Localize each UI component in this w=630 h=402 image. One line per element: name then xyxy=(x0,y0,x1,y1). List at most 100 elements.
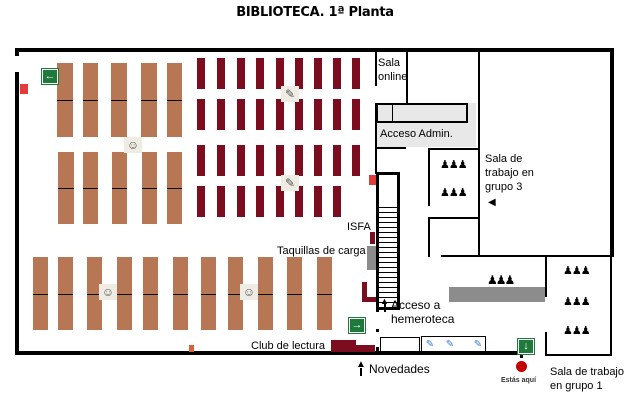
reading-table xyxy=(258,257,273,330)
reading-table xyxy=(87,257,102,330)
study-desk xyxy=(352,99,360,130)
study-group-icon: ♟♟♟ xyxy=(563,325,591,337)
label-grupo3-2: trabajo en xyxy=(485,167,534,179)
wall-top xyxy=(15,48,614,52)
catalog-computers xyxy=(421,336,486,352)
wall-mid-horizontal xyxy=(441,255,614,257)
wall-bottom xyxy=(15,351,530,355)
reading-table xyxy=(167,63,182,137)
label-isfa: ISFA xyxy=(347,221,371,233)
wall-sala-online-left xyxy=(375,48,377,86)
info-point-icon: ☺ xyxy=(99,284,117,300)
wall-grupo1-left-lower xyxy=(545,332,547,356)
study-desk xyxy=(197,145,205,176)
study-desk xyxy=(333,99,341,130)
study-desk xyxy=(256,145,264,176)
study-desk xyxy=(217,145,225,176)
door-post xyxy=(376,329,379,332)
info-point-icon: ☺ xyxy=(124,137,142,153)
study-group-icon: ♟♟♟ xyxy=(563,296,591,308)
wall-sala-online-right xyxy=(406,48,408,103)
reading-table xyxy=(228,257,243,330)
study-desk xyxy=(276,145,284,176)
study-desk xyxy=(314,186,322,217)
hemeroteca-desk-vertical xyxy=(362,282,367,302)
reading-table xyxy=(112,152,127,224)
reading-table xyxy=(33,257,48,330)
wall-lower-left xyxy=(428,217,430,257)
study-desk xyxy=(237,99,245,130)
you-are-here-tick xyxy=(520,355,523,358)
reading-table xyxy=(173,257,188,330)
label-sala-online-2: online xyxy=(378,71,408,83)
study-desk xyxy=(256,99,264,130)
novedades-shelf xyxy=(356,345,375,352)
study-desk xyxy=(217,99,225,130)
label-grupo1-1: Sala de trabajo xyxy=(550,366,624,378)
computer-icon: ✎ xyxy=(473,339,483,350)
study-desk xyxy=(333,186,341,217)
wall-left-top-stub xyxy=(15,48,19,56)
admin-counter-divider xyxy=(392,103,393,123)
wall-grupo3-bottom xyxy=(429,217,480,219)
fire-extinguisher-icon xyxy=(189,345,194,352)
fire-extinguisher-icon xyxy=(20,84,28,94)
label-hemeroteca-1: Acceso a xyxy=(391,298,441,312)
wall-grupo1-right xyxy=(610,255,612,356)
isfa-desk xyxy=(370,232,375,244)
admin-counter xyxy=(376,103,468,123)
computer-icon: ✎ xyxy=(445,339,455,350)
reading-table xyxy=(83,63,98,137)
wall-right xyxy=(610,48,614,256)
reading-table xyxy=(141,63,157,137)
computer-icon: ✎ xyxy=(281,86,299,102)
study-desk xyxy=(276,186,284,217)
study-desk xyxy=(256,186,264,217)
reading-table xyxy=(167,152,182,224)
catalog-counter xyxy=(380,337,420,352)
study-group-icon: ♟♟♟ xyxy=(563,265,591,277)
wall-left xyxy=(15,72,19,354)
arrow-up-shaft xyxy=(360,368,362,376)
reading-table xyxy=(117,257,132,330)
computer-icon: ✎ xyxy=(425,339,435,350)
arrow-up-icon: ▲ xyxy=(356,359,366,370)
study-desk xyxy=(295,99,303,130)
study-desk xyxy=(237,58,245,89)
wall-admin-left xyxy=(375,103,377,148)
label-grupo3-3: grupo 3 xyxy=(485,181,523,193)
computer-icon: ✎ xyxy=(281,175,299,191)
label-taquillas: Taquillas de carga xyxy=(277,245,366,257)
reading-table xyxy=(142,152,157,224)
study-desk xyxy=(197,99,205,130)
label-hemeroteca-2: hemeroteca xyxy=(391,312,455,326)
exit-left-icon: ← xyxy=(41,68,59,85)
map-title: BIBLIOTECA. 1ª Planta xyxy=(236,5,394,20)
reading-table xyxy=(83,152,98,224)
staircase-landing xyxy=(379,175,397,202)
study-desk xyxy=(276,99,284,130)
arrow-up-shaft xyxy=(384,302,386,312)
service-counter xyxy=(449,287,545,302)
study-desk xyxy=(237,145,245,176)
study-desk xyxy=(217,58,225,89)
reading-table xyxy=(201,257,216,330)
wall-grupo1-bottom xyxy=(545,354,612,356)
reading-table xyxy=(58,152,74,224)
fire-extinguisher-icon xyxy=(369,175,376,185)
reading-table xyxy=(287,257,302,330)
info-point-icon: ☺ xyxy=(240,284,258,300)
you-are-here-marker xyxy=(516,361,527,372)
label-sala-online-1: Sala xyxy=(378,57,401,69)
reading-table xyxy=(143,257,158,330)
arrow-left-icon: ◀ xyxy=(488,197,496,208)
hemeroteca-post xyxy=(376,290,379,312)
door-post xyxy=(376,347,379,352)
study-desk xyxy=(276,58,284,89)
study-desk xyxy=(333,58,341,89)
club-lectura-table xyxy=(331,340,356,352)
study-desk xyxy=(352,58,360,89)
study-desk xyxy=(295,58,303,89)
label-grupo1-2: en grupo 1 xyxy=(550,380,603,392)
reading-table xyxy=(58,257,73,330)
